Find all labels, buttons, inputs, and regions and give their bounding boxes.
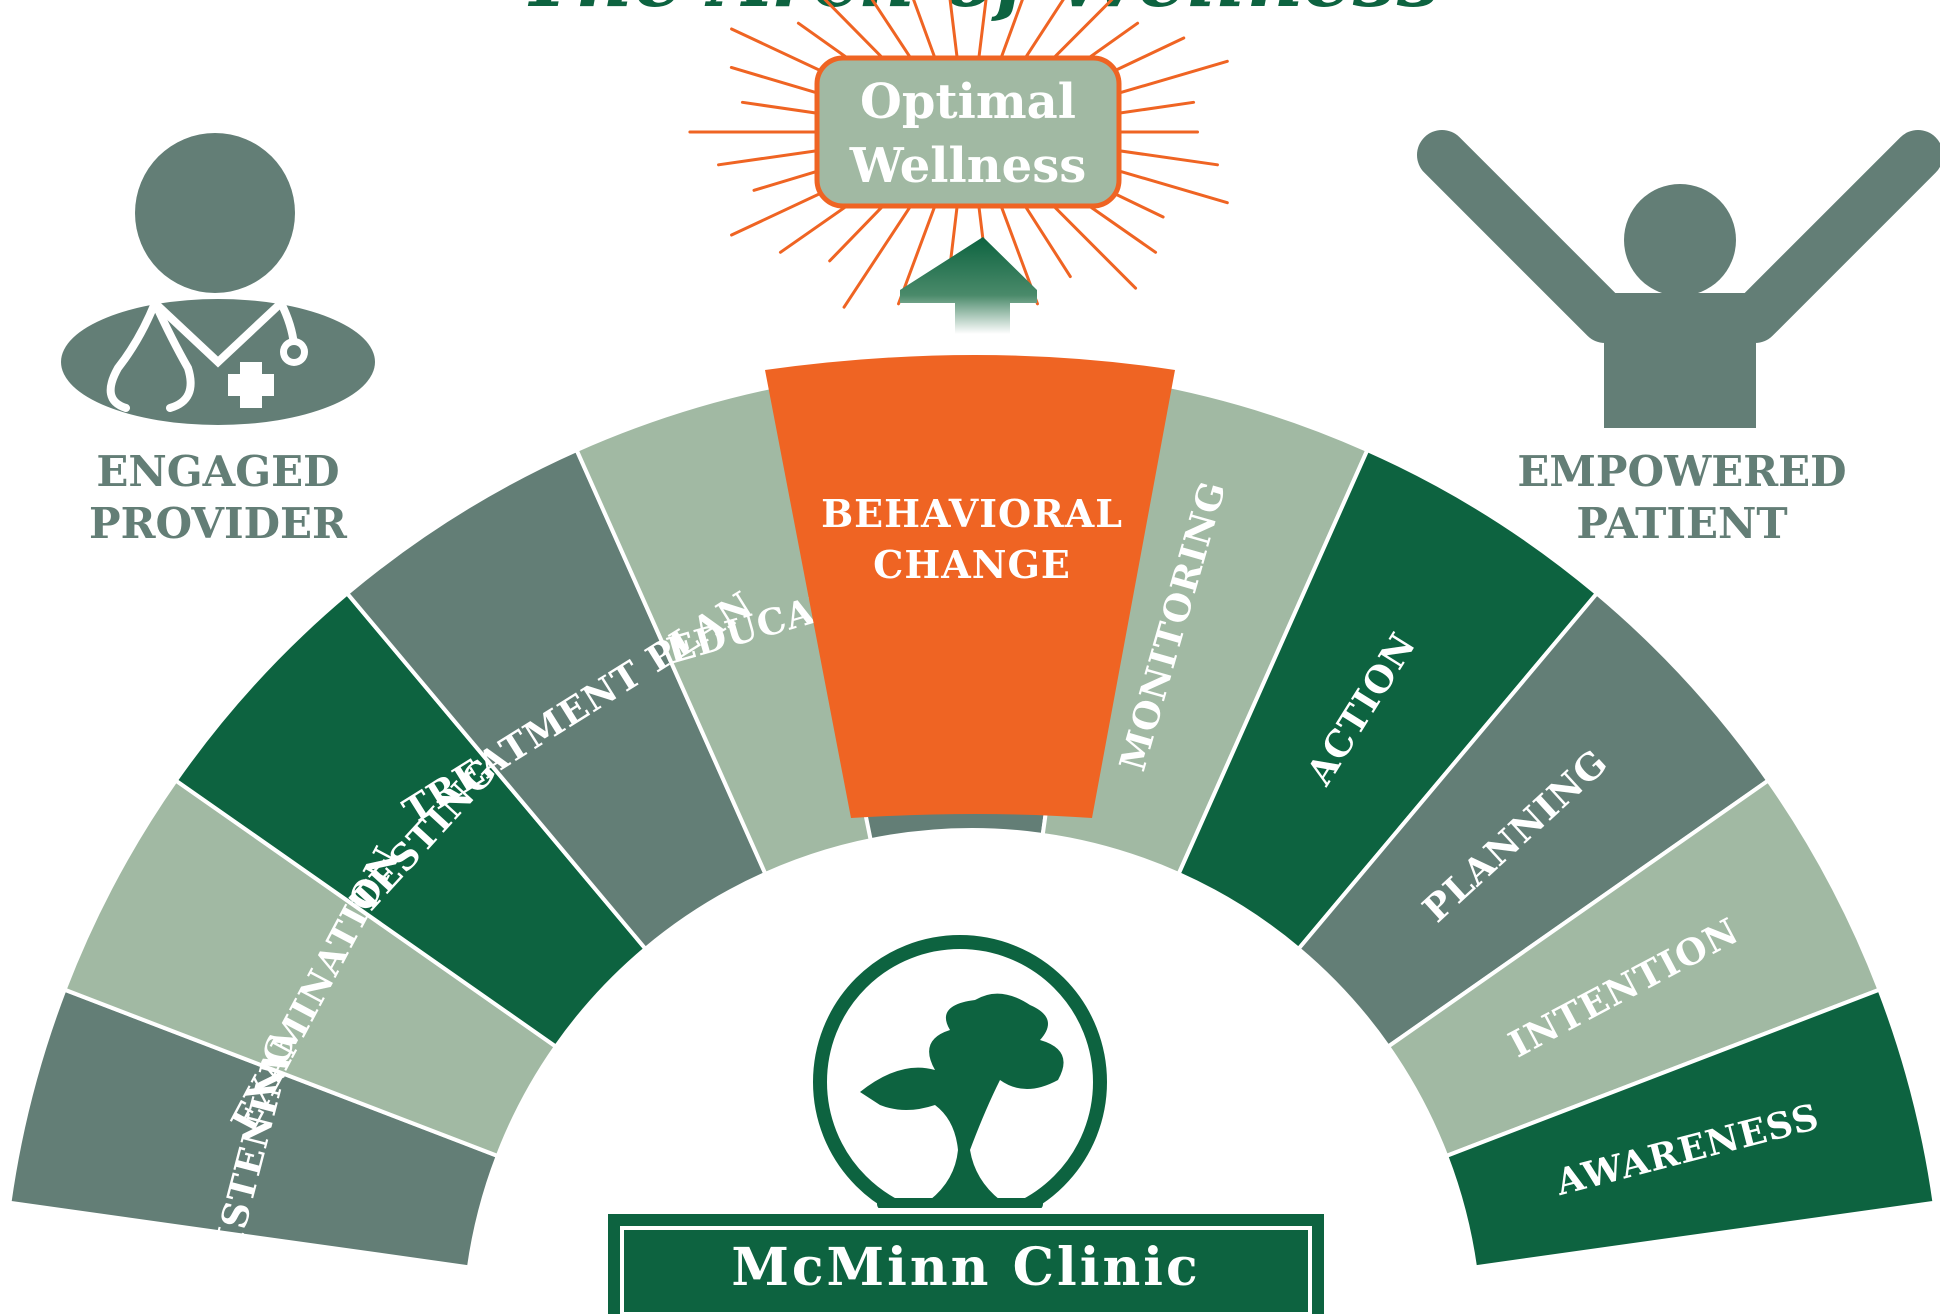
sunburst-ray bbox=[976, 0, 988, 64]
sunburst-ray bbox=[948, 0, 960, 64]
clinic-name-text: McMinn Clinic bbox=[731, 1237, 1200, 1298]
keystone-line1: BEHAVIORAL bbox=[821, 491, 1123, 536]
right-figure-line2: PATIENT bbox=[1576, 499, 1787, 548]
left-figure-line2: PROVIDER bbox=[89, 499, 348, 548]
clinic-logo: McMinn Clinic bbox=[602, 935, 1330, 1314]
goal-box-frame bbox=[814, 55, 1122, 209]
left-figure-line1: ENGAGED bbox=[96, 447, 339, 496]
sunburst-ray bbox=[997, 0, 1024, 67]
diagram-title: The Arch of Wellness bbox=[519, 0, 1441, 25]
goal-box: Optimal Wellness bbox=[814, 55, 1122, 209]
right-figure-line1: EMPOWERED bbox=[1517, 447, 1846, 496]
keystone: BEHAVIORAL CHANGE bbox=[765, 355, 1175, 818]
goal-line1: Optimal bbox=[860, 74, 1076, 130]
clinic-name: McMinn Clinic bbox=[731, 1237, 1200, 1298]
up-arrow-icon bbox=[900, 237, 1037, 334]
arch-segment-treatment-plan bbox=[344, 447, 769, 952]
sunburst-ray bbox=[842, 193, 920, 309]
sunburst-ray bbox=[870, 0, 920, 71]
arch-segment-examination bbox=[61, 777, 559, 1159]
sunburst-ray bbox=[897, 197, 939, 306]
arch-segment-action bbox=[1175, 447, 1600, 952]
keystone-line2: CHANGE bbox=[873, 542, 1071, 587]
arch-segment-awareness bbox=[1443, 987, 1937, 1270]
goal-line2: Wellness bbox=[849, 138, 1086, 194]
doctor-icon bbox=[61, 133, 375, 425]
sunburst-ray bbox=[912, 0, 939, 67]
arch-segment-intention bbox=[1385, 777, 1883, 1159]
bonsai-tree-icon bbox=[860, 993, 1064, 1200]
sunburst-ray bbox=[1016, 0, 1065, 71]
keystone-block bbox=[765, 355, 1175, 818]
patient-icon bbox=[1417, 130, 1940, 428]
